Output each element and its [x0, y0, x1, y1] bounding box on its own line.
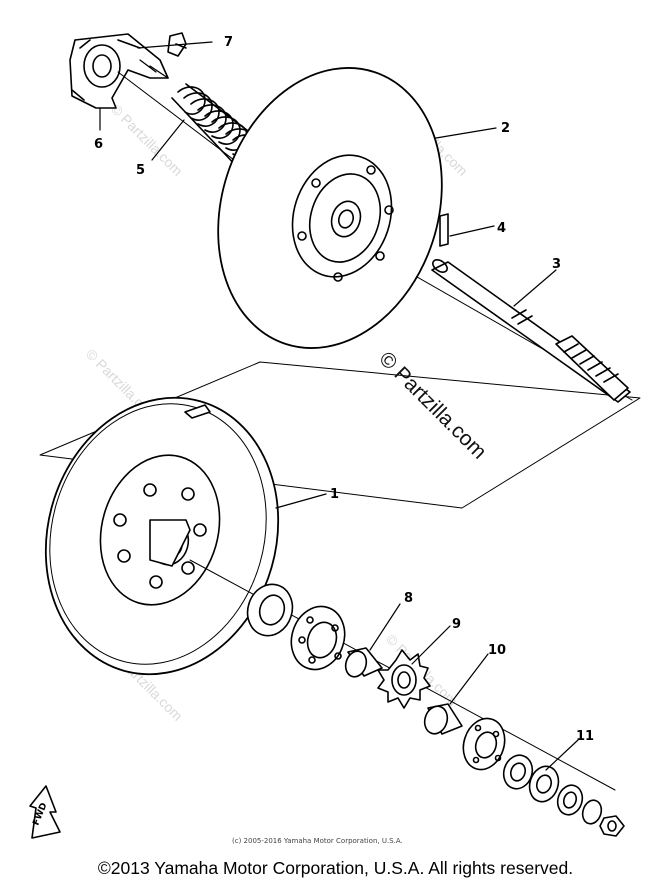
small-copyright: (c) 2005-2016 Yamaha Motor Corporation, … [232, 837, 403, 845]
part-sprocket-9 [377, 649, 431, 709]
partzilla-watermark: © Partzilla.com [374, 347, 490, 463]
callout-1: 1 [330, 487, 339, 502]
callout-8: 8 [404, 591, 413, 606]
callout-10: 10 [488, 643, 506, 658]
callout-5: 5 [136, 163, 145, 178]
callout-labels: 7 6 5 2 4 3 1 8 9 10 11 [94, 35, 594, 744]
watermark-text: © Partzilla.com [108, 101, 186, 179]
part-sheave-2 [217, 67, 443, 349]
part-cam-6 [69, 33, 169, 109]
callout-9: 9 [452, 617, 461, 632]
part-bearing [246, 583, 346, 671]
fwd-arrow-icon [29, 785, 61, 839]
leader-lines [99, 41, 579, 771]
part-sheave-1 [44, 396, 280, 676]
part-key-4 [439, 213, 449, 247]
assembly-outline [39, 361, 641, 509]
callout-3: 3 [552, 257, 561, 272]
footer-copyright: ©2013 Yamaha Motor Corporation, U.S.A. A… [97, 858, 574, 878]
callout-7: 7 [224, 35, 233, 50]
callout-11: 11 [576, 729, 594, 744]
callout-2: 2 [501, 121, 510, 136]
part-shaft-3 [431, 259, 631, 403]
part-washer-11 [502, 754, 625, 837]
part-collar-10 [423, 703, 463, 735]
callout-4: 4 [497, 221, 506, 236]
callout-6: 6 [94, 137, 103, 152]
part-collar-8 [344, 647, 383, 678]
part-bearing [462, 717, 506, 771]
